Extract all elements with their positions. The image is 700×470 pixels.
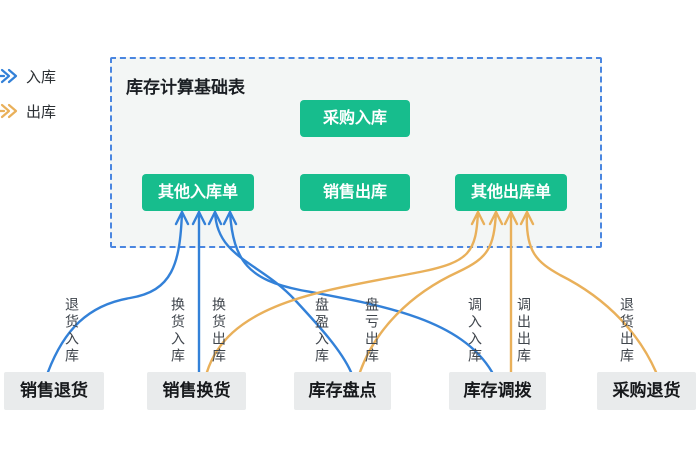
node-other-inbound-order: 其他入库单 <box>142 174 254 211</box>
legend-label-inbound: 入库 <box>26 68 57 86</box>
node-stock-transfer: 库存调拨 <box>449 372 546 410</box>
flow-label-transfer-out: 调出出库 <box>516 297 532 365</box>
node-purchase-return: 采购退货 <box>597 372 696 410</box>
node-stock-count: 库存盘点 <box>294 372 391 410</box>
flow-label-exchange-out: 换货出库 <box>211 297 227 365</box>
flow-label-return-out: 退货出库 <box>619 297 635 365</box>
flow-label-exchange-in: 换货入库 <box>170 297 186 365</box>
node-other-outbound-order: 其他出库单 <box>455 174 567 211</box>
legend-item-outbound: 出库 <box>0 99 56 123</box>
base-table-title: 库存计算基础表 <box>126 78 245 97</box>
flow-label-return-in: 退货入库 <box>64 297 80 365</box>
base-table-container: 库存计算基础表 <box>110 57 602 248</box>
flow-label-loss-out: 盘亏出库 <box>364 297 380 365</box>
node-sales-return: 销售退货 <box>4 372 104 410</box>
inbound-arrow-icon <box>0 68 18 84</box>
legend-label-outbound: 出库 <box>26 103 57 121</box>
outbound-arrow-icon <box>0 103 18 119</box>
flow-label-surplus-in: 盘盈入库 <box>314 297 330 365</box>
legend-item-inbound: 入库 <box>0 64 56 88</box>
node-sales-exchange: 销售换货 <box>147 372 246 410</box>
flow-label-transfer-in: 调入入库 <box>467 297 483 365</box>
node-sales-outbound: 销售出库 <box>300 174 410 211</box>
legend: 入库 出库 <box>0 64 56 134</box>
node-purchase-inbound: 采购入库 <box>300 100 410 137</box>
